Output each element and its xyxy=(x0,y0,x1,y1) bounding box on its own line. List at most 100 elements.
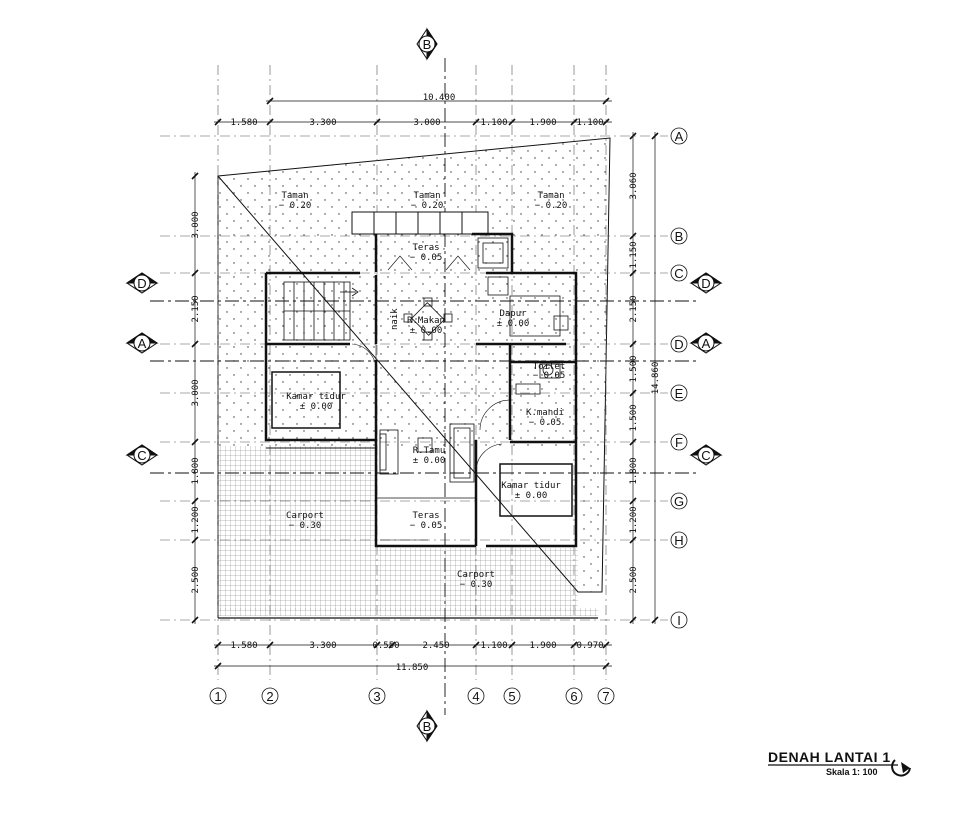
dimension-label: 1.500 xyxy=(629,355,639,382)
room-level: − 0.05 xyxy=(410,253,443,263)
dimension-label: 3.000 xyxy=(191,211,201,238)
room-name: Teras xyxy=(412,243,439,253)
room-level: − 0.20 xyxy=(411,201,444,211)
column-bubble-labels: 1 2 3 4 5 6 7 xyxy=(214,689,609,704)
grid-label: 2 xyxy=(266,689,273,704)
section-marker-a-left xyxy=(125,332,159,354)
grid-label: 1 xyxy=(214,689,221,704)
grid-lines xyxy=(160,65,668,680)
room-name: Carport xyxy=(457,570,495,580)
grid-label: 4 xyxy=(472,689,479,704)
room-name: R.Makan xyxy=(407,316,445,326)
row-bubble-labels: A B C D E F G H I xyxy=(674,129,684,628)
room-name: Carport xyxy=(286,511,324,521)
room-name: K.mandi xyxy=(526,408,564,418)
row-bubbles xyxy=(670,127,688,629)
room-level: ± 0.00 xyxy=(497,319,530,329)
dimension-label: 14.860 xyxy=(651,362,661,395)
dimension-label: 1.900 xyxy=(529,118,556,128)
dimension-label: 1.500 xyxy=(629,404,639,431)
room-name: Taman xyxy=(537,191,564,201)
room-level: − 0.05 xyxy=(529,418,562,428)
section-marker-b-top xyxy=(416,27,438,61)
grid-label: 6 xyxy=(570,689,577,704)
room-level: ± 0.00 xyxy=(410,326,443,336)
dimension-label: 3.060 xyxy=(629,172,639,199)
dimension-label: 0.550 xyxy=(372,641,399,651)
dimension-label: 2.450 xyxy=(422,641,449,651)
room-name: Dapur xyxy=(499,309,527,319)
dimension-label: 11.850 xyxy=(396,663,429,673)
room-name: Kamar tidur xyxy=(286,392,346,402)
section-label: C xyxy=(137,448,146,463)
stair-label: naik xyxy=(390,308,400,330)
grid-label: G xyxy=(674,494,684,509)
room-level: − 0.30 xyxy=(289,521,322,531)
grid-label: I xyxy=(677,613,681,628)
section-marker-c-left xyxy=(125,444,159,466)
section-label: B xyxy=(423,719,432,734)
dimension-label: 1.150 xyxy=(629,241,639,268)
room-name: Kamar tidur xyxy=(501,481,561,491)
room-name: Teras xyxy=(412,511,439,521)
section-label: D xyxy=(137,276,146,291)
room-labels: Taman − 0.20 Taman − 0.20 Taman − 0.20 T… xyxy=(279,191,568,590)
dimension-lines xyxy=(191,97,659,670)
grid-label: H xyxy=(674,533,683,548)
section-marker-labels: B B D D A A C C xyxy=(137,37,710,734)
title-text: DENAH LANTAI 1 xyxy=(768,749,891,765)
dimension-label: 2.500 xyxy=(191,566,201,593)
section-marker-d-right xyxy=(689,272,723,294)
section-markers xyxy=(125,27,723,743)
dimension-label: 1.100 xyxy=(480,641,507,651)
room-name: Taman xyxy=(413,191,440,201)
section-lines xyxy=(150,58,700,715)
section-marker-c-right xyxy=(689,444,723,466)
dimension-label: 3.300 xyxy=(309,641,336,651)
section-marker-a-right xyxy=(689,332,723,354)
column-bubbles xyxy=(209,687,615,705)
dimension-label: 1.100 xyxy=(480,118,507,128)
room-name: R.Tamu xyxy=(413,446,446,456)
room-name: Toilet xyxy=(533,362,566,372)
room-level: − 0.20 xyxy=(535,201,568,211)
dimension-label: 1.580 xyxy=(230,118,257,128)
dimension-label: 1.100 xyxy=(576,118,603,128)
door-swings xyxy=(351,255,511,541)
walls xyxy=(264,211,578,548)
dimension-label: 2.150 xyxy=(191,295,201,322)
dimension-label: 1.800 xyxy=(629,457,639,484)
grid-label: F xyxy=(675,435,683,450)
grid-label: A xyxy=(675,129,684,144)
room-name: Taman xyxy=(281,191,308,201)
dimension-label: 3.000 xyxy=(191,379,201,406)
room-level: − 0.20 xyxy=(279,201,312,211)
section-label: B xyxy=(423,37,432,52)
grid-label: 7 xyxy=(602,689,609,704)
staircase xyxy=(283,281,359,341)
dimension-label: 2.500 xyxy=(629,566,639,593)
dimension-label: 1.200 xyxy=(629,506,639,533)
dimension-texts: 10.400 1.580 3.300 3.000 1.100 1.900 1.1… xyxy=(191,93,661,673)
section-marker-d-left xyxy=(125,272,159,294)
grid-label: 5 xyxy=(508,689,515,704)
section-marker-b-bottom xyxy=(416,709,438,743)
grid-label: D xyxy=(674,337,683,352)
dimension-label: 2.150 xyxy=(629,295,639,322)
section-label: C xyxy=(701,448,710,463)
room-level: ± 0.00 xyxy=(515,491,548,501)
north-arrow-icon xyxy=(891,759,911,777)
grid-label: B xyxy=(675,229,684,244)
room-level: − 0.05 xyxy=(533,371,566,381)
grid-label: E xyxy=(675,386,684,401)
furniture xyxy=(379,237,569,483)
dimension-label: 0.970 xyxy=(576,641,603,651)
section-label: A xyxy=(702,336,711,351)
room-level: ± 0.00 xyxy=(300,402,333,412)
section-label: A xyxy=(138,336,147,351)
drawing-title: DENAH LANTAI 1 Skala 1: 100 xyxy=(768,749,911,777)
scale-text: Skala 1: 100 xyxy=(826,767,878,777)
dimension-label: 1.200 xyxy=(191,506,201,533)
dimension-label: 3.300 xyxy=(309,118,336,128)
room-level: − 0.30 xyxy=(460,580,493,590)
